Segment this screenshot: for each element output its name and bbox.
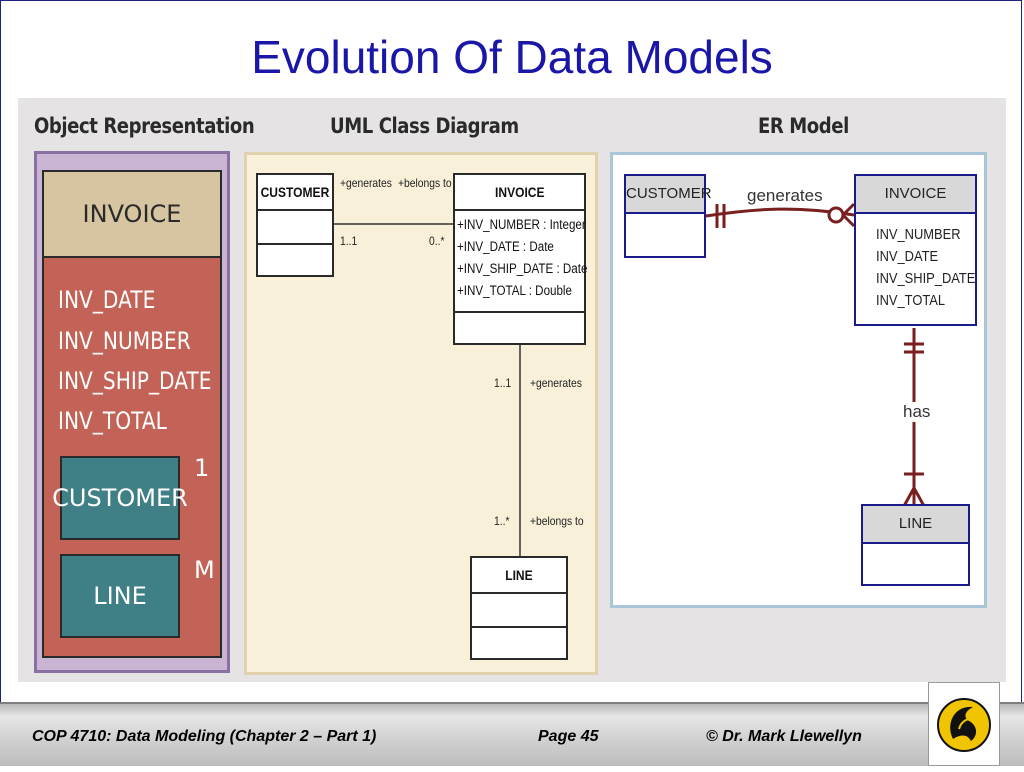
- uml-invoice-class: INVOICE +INV_NUMBER : Integer +INV_DATE …: [453, 173, 588, 345]
- uml-attribute: +INV_NUMBER : Integer: [457, 217, 586, 232]
- slide-title: Evolution Of Data Models: [251, 31, 773, 83]
- uml-line-name: LINE: [505, 567, 533, 583]
- uml-attribute: +INV_SHIP_DATE : Date: [457, 261, 588, 276]
- object-customer: CUSTOMER: [52, 456, 188, 540]
- er-customer-name: CUSTOMER: [626, 176, 712, 214]
- uml-customer-attributes: [258, 211, 332, 245]
- data-models-figure: Object Representation UML Class Diagram …: [18, 98, 1006, 682]
- uml-customer-class: CUSTOMER: [256, 173, 334, 277]
- er-attribute: INV_NUMBER: [876, 226, 961, 243]
- object-line: LINE: [60, 554, 180, 638]
- object-invoice-name: INVOICE: [44, 172, 220, 258]
- uml-attribute: +INV_DATE : Date: [457, 239, 554, 254]
- uml-multiplicity-invoice: 0..*: [429, 234, 445, 248]
- uml-multiplicity-invoice-line: 1..1: [494, 376, 512, 390]
- uml-multiplicity-customer: 1..1: [340, 234, 358, 248]
- object-attribute: INV_TOTAL: [58, 407, 167, 435]
- uml-line-class: LINE: [470, 556, 568, 660]
- uml-invoice-name: INVOICE: [494, 184, 545, 200]
- pegasus-logo-icon: [928, 682, 1000, 766]
- object-line-multiplicity: M: [194, 556, 215, 584]
- uml-heading: UML Class Diagram: [330, 114, 519, 138]
- er-customer-entity: CUSTOMER: [624, 174, 712, 258]
- er-relationship-has: has: [903, 402, 931, 422]
- uml-role-generates: +generates: [340, 176, 392, 190]
- uml-role-belongs-to: +belongs to: [398, 176, 452, 190]
- er-relationship-generates: generates: [747, 186, 823, 205]
- object-attribute: INV_DATE: [58, 286, 156, 314]
- er-attribute: INV_DATE: [876, 248, 939, 265]
- uml-role-belongs-to-invoice: +belongs to: [530, 514, 584, 528]
- uml-customer-name: CUSTOMER: [260, 184, 330, 200]
- object-customer-multiplicity: 1: [194, 454, 210, 482]
- footer-author: © Dr. Mark Llewellyn: [706, 728, 862, 745]
- object-attribute: INV_NUMBER: [58, 327, 191, 355]
- er-line-name: LINE: [863, 506, 968, 544]
- uml-association-lines: [334, 223, 521, 556]
- er-attribute: INV_SHIP_DATE: [876, 270, 976, 287]
- footer-course: COP 4710: Data Modeling (Chapter 2 – Par…: [32, 728, 377, 745]
- uml-role-generates-line: +generates: [530, 376, 582, 390]
- er-heading: ER Model: [758, 114, 849, 138]
- slide-footer: COP 4710: Data Modeling (Chapter 2 – Par…: [0, 702, 1024, 766]
- object-representation-heading: Object Representation: [34, 114, 255, 138]
- object-attribute: INV_SHIP_DATE: [58, 367, 212, 395]
- uml-multiplicity-line: 1..*: [494, 514, 510, 528]
- er-attribute: INV_TOTAL: [876, 292, 946, 309]
- er-line-entity: LINE: [861, 504, 970, 586]
- uml-line-attributes: [472, 594, 566, 628]
- uml-attribute: +INV_TOTAL : Double: [457, 283, 572, 298]
- er-invoice-entity: INVOICE INV_NUMBER INV_DATE INV_SHIP_DAT…: [854, 174, 977, 326]
- footer-page-number: Page 45: [538, 728, 599, 745]
- object-invoice: INVOICE INV_DATE INV_NUMBER INV_SHIP_DAT…: [42, 170, 222, 658]
- er-invoice-name: INVOICE: [856, 176, 975, 214]
- uml-invoice-attributes: +INV_NUMBER : Integer +INV_DATE : Date +…: [455, 211, 588, 313]
